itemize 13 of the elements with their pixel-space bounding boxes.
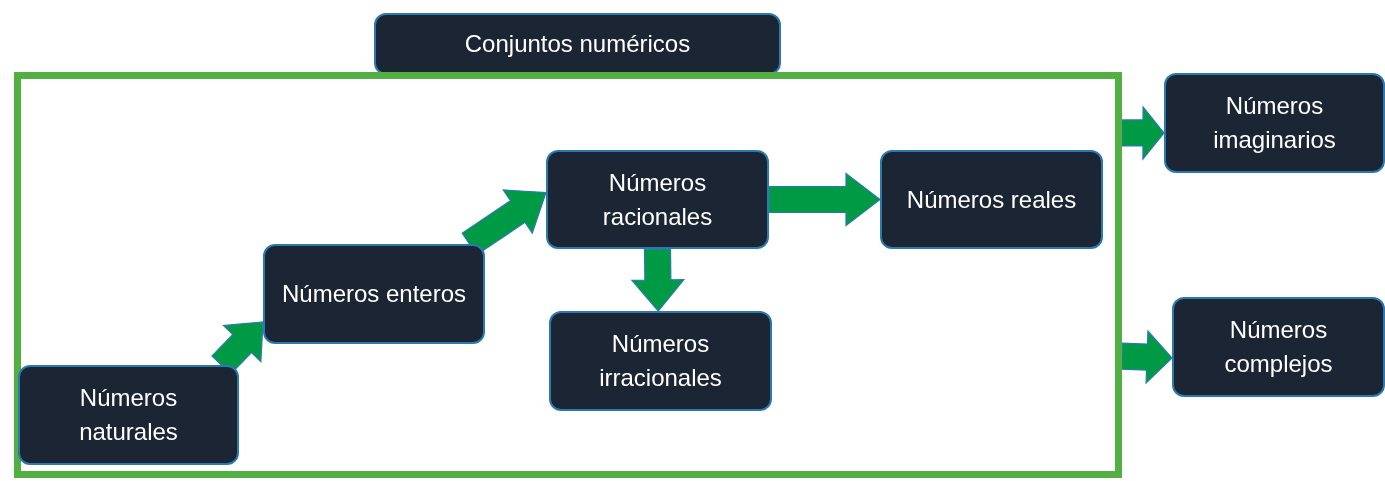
process-box: Números reales — [880, 150, 1103, 249]
process-box: Números enteros — [263, 244, 485, 344]
block-arrow — [630, 248, 686, 312]
block-arrow — [1121, 105, 1165, 161]
process-box: Números racionales — [546, 150, 769, 249]
process-box: Números irracionales — [549, 311, 772, 411]
group-frame — [14, 72, 1122, 478]
block-arrow — [768, 172, 881, 227]
process-box: Conjuntos numéricos — [374, 13, 781, 75]
process-box: Números complejos — [1172, 297, 1385, 397]
block-arrow — [1120, 329, 1173, 385]
process-box: Números naturales — [18, 365, 239, 465]
process-box: Números imaginarios — [1164, 73, 1385, 173]
